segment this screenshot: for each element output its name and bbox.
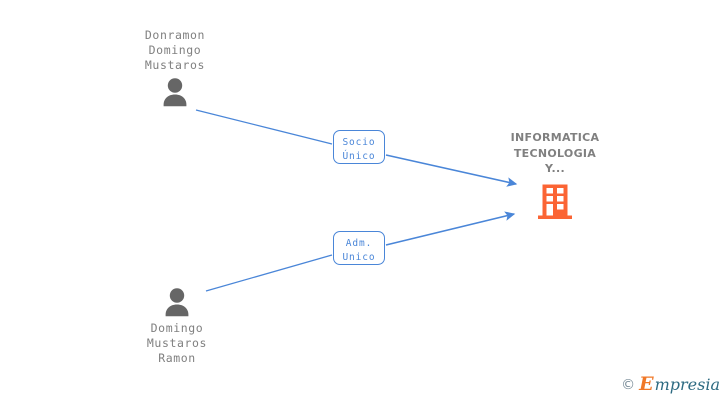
connector-person-top-to-socio	[195, 109, 333, 145]
company-label: INFORMATICA TECNOLOGIA Y...	[510, 131, 600, 175]
building-icon	[538, 184, 572, 219]
connector-adm-to-company	[385, 211, 516, 246]
person-node-bottom[interactable]: Domingo Mustaros Ramon	[97, 283, 257, 366]
copyright-icon: ©	[621, 376, 636, 393]
person-icon	[165, 288, 189, 317]
person-bottom-label: Domingo Mustaros Ramon	[146, 321, 208, 365]
company-node[interactable]: INFORMATICA TECNOLOGIA Y...	[475, 130, 635, 221]
brand-name: mpresia	[654, 374, 720, 394]
brand-logo: © E mpresia	[621, 375, 720, 394]
brand-initial: E	[639, 373, 654, 395]
person-top-label: Donramon Domingo Mustaros	[144, 28, 206, 72]
connector-socio-to-company	[385, 154, 518, 187]
person-node-top[interactable]: Donramon Domingo Mustaros	[95, 28, 255, 107]
connector-person-bottom-to-adm	[205, 254, 333, 292]
relation-box-adm-unico[interactable]: Adm. Unico	[333, 231, 385, 265]
relation-box-socio-unico[interactable]: Socio Único	[333, 130, 385, 164]
person-icon	[163, 78, 187, 107]
